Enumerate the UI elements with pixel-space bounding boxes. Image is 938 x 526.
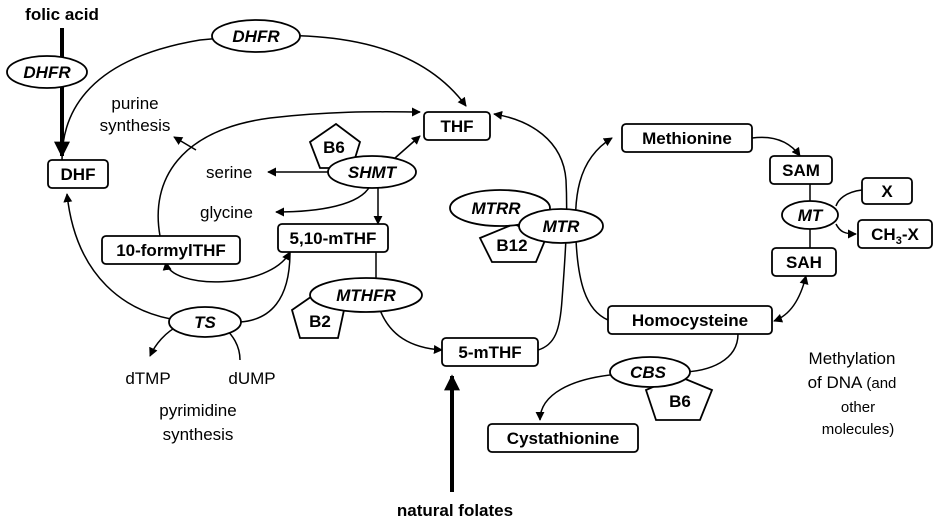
methylation-label-2b: (and <box>866 375 896 392</box>
methylation-label-4: molecules) <box>822 421 895 438</box>
dhf-box <box>47 159 109 189</box>
methylation-label-2a: of DNA <box>808 373 863 392</box>
to-purine-arrow <box>173 136 197 151</box>
methylation-label-1: Methylation <box>809 349 896 368</box>
shmt-to-glycine-arrow <box>275 185 371 217</box>
shmt-to-thf-arrow <box>394 135 421 159</box>
x-label: X <box>881 182 893 201</box>
dhfr-top-label: DHFR <box>232 27 280 46</box>
purine-label-2: synthesis <box>100 116 171 135</box>
methionine-box <box>621 123 753 153</box>
folic-acid-label: folic acid <box>25 5 99 24</box>
dhfr-arc <box>61 34 467 161</box>
mtr-label: MTR <box>543 217 581 236</box>
dump-label: dUMP <box>228 369 275 388</box>
methylation-label-3: other <box>841 399 875 416</box>
mt-ellipse <box>781 200 839 230</box>
mt-to-ch3x-arrow <box>835 223 857 239</box>
shmt-label: SHMT <box>348 163 398 182</box>
thf-box <box>423 111 491 141</box>
x-to-mt-line <box>835 189 863 207</box>
methionine-label: Methionine <box>642 129 732 148</box>
methylene-thf-label: 5,10-mTHF <box>290 229 377 248</box>
purine-label-1: purine <box>111 94 158 113</box>
sah-label: SAH <box>786 253 822 272</box>
cbs-label: CBS <box>630 363 667 382</box>
thf-label: THF <box>440 117 473 136</box>
b6-cbs-label: B6 <box>669 392 691 411</box>
homocysteine-label: Homocysteine <box>632 311 748 330</box>
methylation-label-2: of DNA(and <box>808 373 897 392</box>
ch3x-subscript: 3 <box>896 235 902 247</box>
b6-shmt-label: B6 <box>323 138 345 157</box>
mtrr-label: MTRR <box>471 199 521 218</box>
sah-box <box>771 247 837 277</box>
x-box <box>861 177 913 205</box>
formyl-methylene-arrow <box>162 251 291 283</box>
cystathionine-box <box>487 423 639 453</box>
pyrimidine-label-1: pyrimidine <box>159 401 236 420</box>
cbs-ellipse <box>609 356 691 388</box>
cystathionine-label: Cystathionine <box>507 429 619 448</box>
methylene-thf-box <box>277 223 389 253</box>
dtmp-label: dTMP <box>125 369 170 388</box>
mthfr-to-5mthf-arrow <box>379 309 443 354</box>
dhfr-left-ellipse <box>6 55 88 89</box>
glycine-label: glycine <box>200 203 253 222</box>
formyl-thf-box <box>101 235 241 265</box>
mthfr-ellipse <box>309 277 423 313</box>
serine-label: serine <box>206 163 252 182</box>
purine-arc <box>157 107 421 237</box>
methyl-thf-label: 5-mTHF <box>458 343 521 362</box>
pyrimidine-label-2: synthesis <box>163 425 234 444</box>
mtr-ellipse <box>518 208 604 244</box>
natural-folates-label: natural folates <box>397 501 513 520</box>
mt-label: MT <box>798 206 824 225</box>
methyl-thf-box <box>441 337 539 367</box>
ch3x-box <box>857 219 933 249</box>
cbs-to-cystathionine-arrow <box>535 373 621 421</box>
ch3x-prefix: CH <box>871 225 896 244</box>
methionine-to-sam-arrow <box>751 136 801 157</box>
ts-ellipse <box>168 306 242 338</box>
dhfr-top-ellipse <box>211 19 301 53</box>
ch3x-label: CH3-X <box>871 225 919 247</box>
b12-label: B12 <box>496 236 527 255</box>
homocysteine-box <box>607 305 773 335</box>
formyl-thf-label: 10-formylTHF <box>116 241 226 260</box>
b2-label: B2 <box>309 312 331 331</box>
dhf-label: DHF <box>61 165 96 184</box>
ts-label: TS <box>194 313 216 332</box>
ch3x-suffix: -X <box>902 225 920 244</box>
sam-box <box>769 155 833 185</box>
shmt-ellipse <box>327 155 417 189</box>
homocysteine-to-cbs-line <box>679 333 739 373</box>
sah-homocysteine-arrow <box>773 275 809 323</box>
sam-label: SAM <box>782 161 820 180</box>
dhfr-left-label: DHFR <box>23 63 71 82</box>
mthfr-label: MTHFR <box>336 286 396 305</box>
